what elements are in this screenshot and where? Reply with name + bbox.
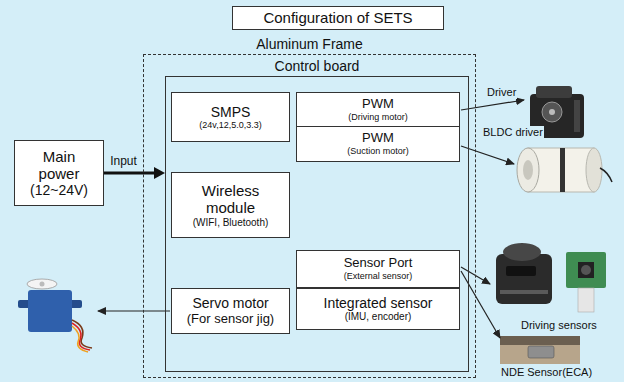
motor-wire	[600, 168, 612, 182]
motor-face	[517, 148, 539, 192]
leader-arrow	[461, 100, 524, 110]
camera-lens	[581, 265, 591, 275]
power-box: Main power(12~24V)	[14, 140, 104, 206]
bldc-picture	[517, 148, 612, 192]
lidar-window	[506, 266, 536, 276]
component-box: Sensor Port(External sensor)	[296, 250, 460, 288]
nde-photo	[500, 336, 580, 364]
part-label: Driving sensors	[520, 319, 598, 332]
servo-picture	[18, 279, 92, 352]
lidar-body	[496, 254, 552, 304]
lidar-head	[503, 243, 541, 261]
servo-wire	[72, 326, 88, 352]
leader-arrow	[461, 271, 500, 338]
node-label: SMPS	[211, 104, 251, 120]
motor-end	[586, 148, 602, 192]
node-sublabel: (IMU, encoder)	[345, 311, 412, 323]
region-heading: Control board	[165, 56, 469, 76]
leader-arrow	[98, 310, 170, 311]
nde-picture	[500, 336, 580, 364]
lidar-base	[500, 290, 548, 294]
region-heading: Aluminum Frame	[143, 34, 476, 54]
node-sublabel: (24v,12,5.0,3.3)	[199, 120, 261, 130]
node-label: Wireless module	[178, 182, 283, 217]
component-box: Servo motor(For sensor jig)	[171, 288, 290, 334]
node-sublabel: (For sensor jig)	[187, 312, 274, 327]
servo-hub	[40, 282, 45, 287]
node-label: PWM	[362, 131, 394, 146]
arrow-head	[154, 167, 165, 179]
component-box: Wireless module(WIFI, Bluetooth)	[171, 172, 290, 238]
node-sublabel: (12~24V)	[30, 182, 88, 198]
part-label: Driver	[486, 86, 517, 99]
node-label: PWM	[362, 97, 394, 112]
servo-wire	[72, 323, 90, 350]
node-sublabel: (WIFI, Bluetooth)	[193, 217, 269, 229]
node-label: Servo motor	[192, 295, 268, 311]
component-box: SMPS(24v,12,5.0,3.3)	[171, 92, 290, 142]
connector-line	[104, 172, 155, 175]
actuator-top	[536, 86, 572, 98]
actuator-hub	[549, 109, 555, 115]
lidar-picture	[496, 243, 552, 304]
connector-label: Input	[108, 155, 139, 169]
node-label: Sensor Port	[344, 256, 413, 271]
camera-picture	[566, 252, 606, 312]
title-box: Configuration of SETS	[232, 6, 444, 30]
part-label: BLDC driver	[482, 126, 544, 139]
ribbon-cable	[578, 288, 594, 312]
actuator-side	[574, 100, 580, 132]
node-sublabel: (Driving motor)	[348, 112, 408, 122]
motor-hole	[523, 160, 533, 180]
camera-board	[566, 252, 606, 288]
node-label: Main power	[21, 148, 97, 183]
component-box: PWM(Suction motor)	[296, 126, 460, 162]
node-sublabel: (Suction motor)	[347, 146, 409, 156]
component-box: Integrated sensor(IMU, encoder)	[296, 288, 460, 330]
board-box: Control boardSMPS(24v,12,5.0,3.3)PWM(Dri…	[165, 56, 469, 372]
node-sublabel: (External sensor)	[344, 271, 413, 281]
servo-body	[28, 290, 72, 332]
actuator-horn	[542, 102, 562, 122]
part-label: NDE Sensor(ECA)	[500, 366, 593, 379]
camera-lens-mount	[578, 262, 594, 278]
nde-photo-shade	[500, 336, 580, 345]
title-text: Configuration of SETS	[263, 9, 412, 26]
nde-probe	[528, 346, 554, 358]
component-box: PWM(Driving motor)	[296, 92, 460, 128]
frame-region: Aluminum FrameControl boardSMPS(24v,12,5…	[143, 34, 476, 378]
servo-horn	[27, 279, 57, 289]
node-label: Integrated sensor	[324, 295, 433, 311]
motor-band	[560, 148, 565, 192]
